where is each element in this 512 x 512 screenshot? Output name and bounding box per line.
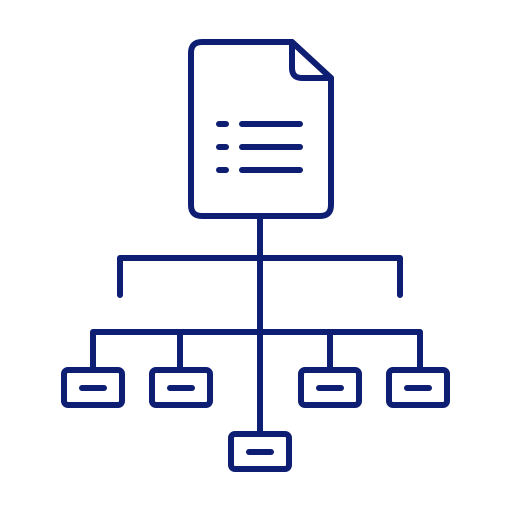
leaf-nodes	[61, 367, 450, 472]
document-icon	[188, 39, 334, 219]
lower-branch-right	[257, 329, 423, 373]
upper-branch	[117, 255, 403, 298]
leaf-node	[298, 367, 362, 408]
leaf-node	[228, 431, 292, 472]
leaf-node	[61, 367, 125, 408]
leaf-node	[149, 367, 213, 408]
document-list	[216, 121, 303, 173]
tree-connectors	[90, 213, 423, 435]
document-folded-corner	[289, 39, 334, 81]
leaf-node	[386, 367, 450, 408]
lower-branch-left	[90, 329, 263, 373]
document-outline	[188, 39, 334, 219]
